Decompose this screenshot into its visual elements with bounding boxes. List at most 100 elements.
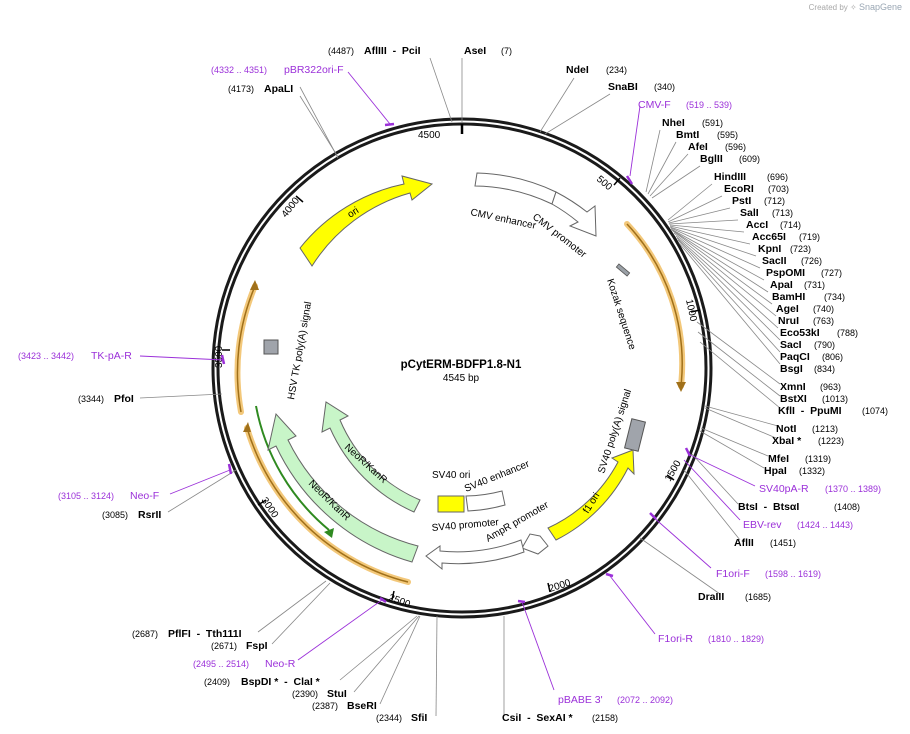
- enzyme-rsrii: (3085)RsrII: [102, 509, 161, 521]
- site-name: pBABE 3': [558, 694, 603, 706]
- tick-1000: 1000: [683, 298, 698, 322]
- site-position: (1074): [862, 406, 888, 416]
- enzyme-paqci: PaqCI(806): [780, 351, 843, 363]
- enzyme-xmni: XmnI(963): [780, 381, 841, 393]
- neo-kan-outer-feature: [267, 412, 419, 563]
- site-position: (1810 .. 1829): [708, 634, 764, 644]
- site-position: (834): [814, 364, 835, 374]
- site-position: (713): [772, 208, 793, 218]
- enzyme-acci: AccI (714): [746, 219, 801, 231]
- orf-arc-left: [234, 283, 258, 415]
- enzyme-xbai: XbaI *(1223): [772, 435, 844, 447]
- label-ori: ori: [346, 205, 361, 220]
- site-name: SfiI: [411, 712, 427, 724]
- primer-neo-r: (2495 .. 2514)Neo-R: [193, 658, 296, 670]
- primer-markers: [139, 71, 756, 691]
- site-position: (740): [813, 304, 834, 314]
- site-name: BseRI: [347, 700, 377, 712]
- site-position: (7): [501, 46, 512, 56]
- credit-text: Created by: [808, 3, 848, 12]
- site-position: (2344): [376, 713, 402, 723]
- orf-arcs: [234, 221, 686, 585]
- enzyme-bsgi: BsgI(834): [780, 363, 835, 375]
- site-position: (788): [837, 328, 858, 338]
- site-position: (1685): [745, 592, 771, 602]
- site-position: (714): [780, 220, 801, 230]
- site-name: HindIII: [714, 171, 746, 183]
- enzyme-sacii: SacII(726): [762, 255, 822, 267]
- site-position: (3105 .. 3124): [58, 491, 114, 501]
- site-name: SacI: [780, 339, 802, 351]
- enzyme-bstxi: BstXI(1013): [780, 393, 848, 405]
- site-position: (4487): [328, 46, 354, 56]
- site-position: (731): [804, 280, 825, 290]
- enzyme-saci: SacI(790): [780, 339, 835, 351]
- site-name: FspI: [246, 640, 268, 652]
- site-name: ApaI: [770, 279, 793, 291]
- site-name: TK-pA-R: [91, 350, 132, 362]
- site-position: (596): [725, 142, 746, 152]
- neo-orf-arrow: [324, 528, 334, 538]
- kozak-feature: [615, 263, 631, 277]
- enzyme-afei: AfeI (596): [688, 141, 746, 153]
- site-position: (595): [717, 130, 738, 140]
- neo-kan-inner-feature: [321, 401, 421, 513]
- primer-ebv-rev: EBV-rev (1424 .. 1443): [743, 519, 853, 531]
- site-name: BtsI - BtsαI: [738, 501, 799, 513]
- site-name: PspOMI: [766, 267, 805, 279]
- site-name: XmnI: [780, 381, 806, 393]
- site-position: (1424 .. 1443): [797, 520, 853, 530]
- site-name: AfeI: [688, 141, 708, 153]
- label-cmv-enhancer: CMV enhancer: [469, 207, 537, 232]
- enzyme-apali: (4173)ApaLI: [228, 83, 293, 95]
- site-position: (1223): [818, 436, 844, 446]
- tick-4500: 4500: [418, 130, 441, 141]
- site-name: KflI - PpuMI: [778, 405, 842, 417]
- site-name: NotI: [776, 423, 796, 435]
- site-name: EBV-rev: [743, 519, 782, 531]
- label-kozak: Kozak sequence: [604, 278, 637, 352]
- enzyme-hpai: HpaI (1332): [764, 465, 825, 477]
- site-name: BspDI * - ClaI *: [241, 676, 321, 688]
- site-name: Neo-F: [130, 490, 159, 502]
- site-position: (591): [702, 118, 723, 128]
- enzyme-ndei: NdeI(234): [566, 64, 627, 76]
- tick-marks: [222, 177, 701, 601]
- site-position: (2495 .. 2514): [193, 659, 249, 669]
- site-name: AccI: [746, 219, 768, 231]
- cmv-enhancer-feature: [474, 172, 557, 205]
- primer-f1ori-f: F1ori-F(1598 .. 1619): [716, 568, 821, 580]
- enzyme-bamhi: BamHI(734): [772, 291, 845, 303]
- primer-f1ori-r: F1ori-R(1810 .. 1829): [658, 633, 764, 645]
- primer-labels: CMV-F(519 .. 539) SV40pA-R(1370 .. 1389)…: [18, 64, 881, 706]
- enzyme-noti: NotI(1213): [776, 423, 838, 435]
- hsv-tk-polya-feature: [263, 339, 279, 355]
- site-name: AflII: [734, 537, 754, 549]
- enzyme-pfoi: (3344)PfoI: [78, 393, 134, 405]
- site-position: (1451): [770, 538, 796, 548]
- site-name: F1ori-F: [716, 568, 750, 580]
- enzyme-bglii: BglII(609): [700, 153, 760, 165]
- site-position: (1332): [799, 466, 825, 476]
- site-name: SacII: [762, 255, 787, 267]
- site-name: BstXI: [780, 393, 807, 405]
- enzyme-aflii: AflII (1451): [734, 537, 796, 549]
- site-position: (723): [790, 244, 811, 254]
- credit-brand: SnapGene: [858, 2, 902, 12]
- enzyme-csii-sexai: CsiI - SexAI *(2158): [502, 712, 618, 724]
- site-position: (1370 .. 1389): [825, 484, 881, 494]
- cmv-promoter-feature: [551, 191, 597, 237]
- neo-orf-line: [255, 405, 330, 531]
- snapgene-credit: Created by ✧ SnapGene: [809, 2, 902, 12]
- site-position: (2390): [292, 689, 318, 699]
- ampr-promoter-feature: [521, 533, 549, 555]
- enzyme-pspomi: PspOMI(727): [766, 267, 842, 279]
- site-position: (340): [654, 82, 675, 92]
- site-position: (2387): [312, 701, 338, 711]
- site-name: HpaI: [764, 465, 787, 477]
- enzyme-kpni: KpnI(723): [758, 243, 811, 255]
- site-name: PstI: [732, 195, 751, 207]
- site-name: PflFI - Tth111I: [168, 628, 242, 640]
- enzyme-ecori: EcoRI(703): [724, 183, 789, 195]
- site-name: SalI: [740, 207, 759, 219]
